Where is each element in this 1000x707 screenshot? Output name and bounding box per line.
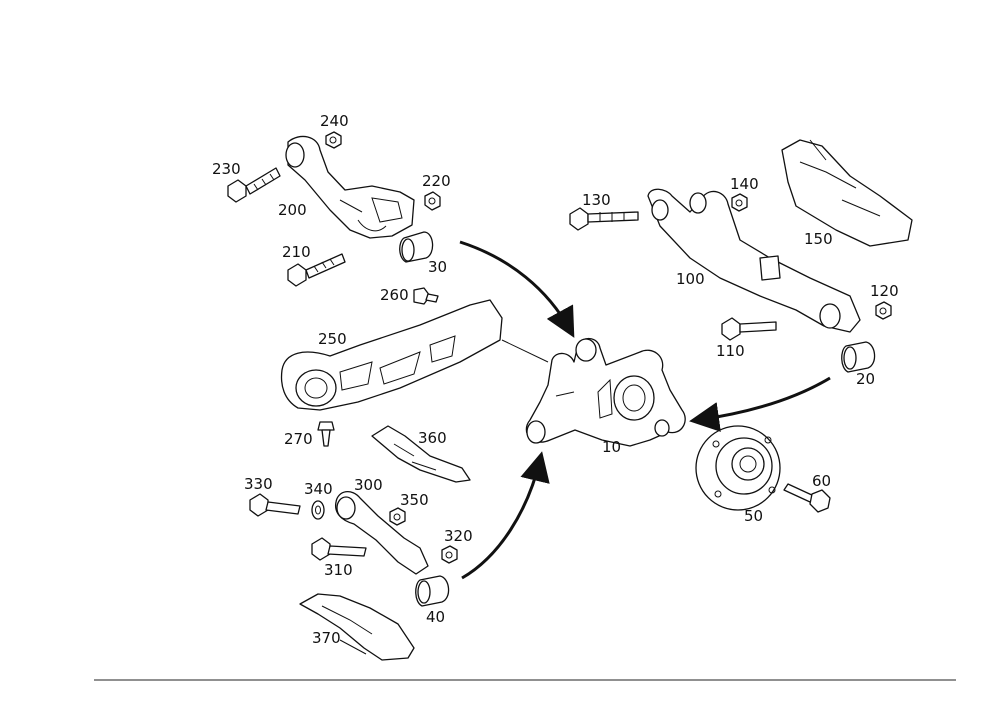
bracket-360 — [371, 425, 471, 483]
label-240: 240 — [320, 112, 349, 130]
bolt-230 — [227, 167, 281, 203]
bolt-60 — [783, 483, 831, 513]
bushing-40 — [415, 575, 450, 607]
bushing-30 — [399, 231, 434, 263]
bolt-260 — [413, 287, 439, 305]
label-300: 300 — [354, 476, 383, 494]
nut-320 — [441, 545, 458, 564]
nut-220 — [424, 191, 441, 211]
shield-370 — [299, 593, 415, 661]
label-200: 200 — [278, 201, 307, 219]
label-330: 330 — [244, 475, 273, 493]
label-320: 320 — [444, 527, 473, 545]
wheel-carrier-10 — [525, 337, 686, 447]
bolt-330 — [249, 493, 301, 517]
label-370: 370 — [312, 629, 341, 647]
arrow-trailing-to-carrier — [689, 376, 831, 432]
bolt-110 — [721, 317, 777, 341]
label-150: 150 — [804, 230, 833, 248]
bolt-210 — [287, 253, 346, 287]
label-10: 10 — [602, 438, 621, 456]
label-110: 110 — [716, 342, 745, 360]
label-140: 140 — [730, 175, 759, 193]
bushing-240 — [325, 131, 342, 149]
label-60: 60 — [812, 472, 831, 490]
label-230: 230 — [212, 160, 241, 178]
arrow-upper-to-carrier — [459, 240, 575, 338]
washer-340 — [311, 500, 325, 520]
label-340: 340 — [304, 480, 333, 498]
wheel-hub-50 — [695, 425, 781, 511]
nut-140 — [731, 193, 748, 212]
label-360: 360 — [418, 429, 447, 447]
label-220: 220 — [422, 172, 451, 190]
bolt-130 — [569, 207, 639, 231]
label-50: 50 — [744, 507, 763, 525]
trailing-arm-100 — [647, 188, 861, 333]
nut-350 — [389, 507, 406, 526]
label-100: 100 — [676, 270, 705, 288]
nut-120 — [875, 301, 892, 320]
label-250: 250 — [318, 330, 347, 348]
cover-150 — [781, 139, 913, 247]
label-210: 210 — [282, 243, 311, 261]
arrow-link-to-carrier — [461, 451, 550, 580]
bushing-20 — [841, 341, 876, 373]
label-20: 20 — [856, 370, 875, 388]
screw-270 — [317, 421, 335, 447]
label-270: 270 — [284, 430, 313, 448]
label-40: 40 — [426, 608, 445, 626]
label-350: 350 — [400, 491, 429, 509]
upper-control-arm-200 — [285, 135, 415, 239]
bolt-310 — [311, 537, 367, 561]
spring-link-250 — [280, 299, 549, 411]
label-120: 120 — [870, 282, 899, 300]
label-130: 130 — [582, 191, 611, 209]
label-260: 260 — [380, 286, 409, 304]
link-300 — [334, 491, 429, 575]
label-30: 30 — [428, 258, 447, 276]
label-310: 310 — [324, 561, 353, 579]
